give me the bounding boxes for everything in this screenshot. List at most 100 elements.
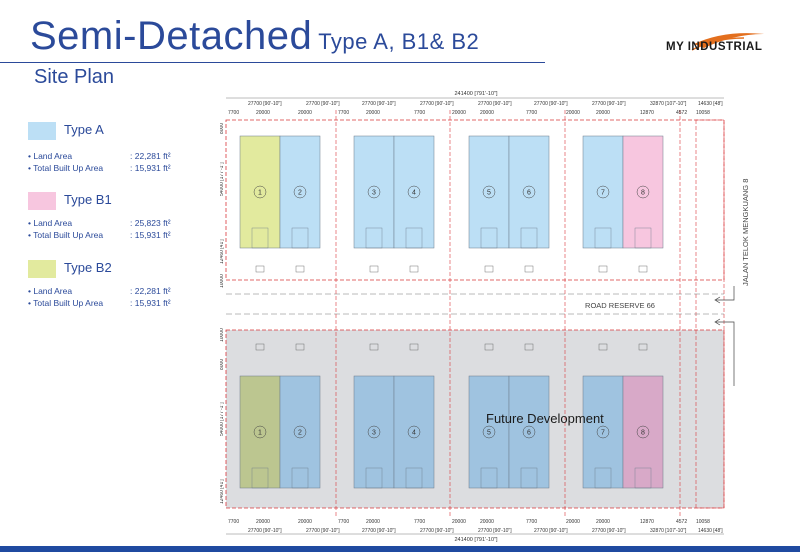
- lower-lot-6: [508, 375, 550, 489]
- top-dimension-9: 14630 [48']: [698, 101, 723, 107]
- lower-gate-6: [524, 343, 534, 351]
- upper-lot-6-porch: [520, 227, 538, 249]
- bottom-sub-dimension-6: 7700: [414, 519, 425, 525]
- title-main: Semi-Detached: [30, 14, 313, 58]
- top-sub-dimension-6: 7700: [414, 110, 425, 116]
- upper-gate-2: [295, 265, 305, 273]
- lower-lot-1: [239, 375, 281, 489]
- overall-dimension-top: 241400 [791'-10"]: [454, 91, 498, 97]
- lower-lot-7: [582, 375, 624, 489]
- lower-lot-4-number: 4: [412, 430, 416, 437]
- bottom-dimension-4: 27700 [90'-10"]: [420, 528, 454, 534]
- upper-lot-7: [582, 135, 624, 249]
- lower-lot-8-marker: [636, 425, 650, 439]
- logo-text: MY INDUSTRIAL: [666, 41, 763, 53]
- upper-gate-4: [409, 265, 419, 273]
- upper-lot-5-porch: [480, 227, 498, 249]
- logo-swoosh-icon: [691, 33, 764, 51]
- upper-lot-3-number: 3: [372, 190, 376, 197]
- left-bottom-dimension-4: 12460 [41']: [220, 479, 225, 504]
- upper-lot-7-porch: [594, 227, 612, 249]
- upper-lot-1-porch: [251, 227, 269, 249]
- bottom-sub-dimension-13: 4572: [676, 519, 687, 525]
- bottom-dimension-1: 27700 [90'-10"]: [248, 528, 282, 534]
- upper-lot-4-porch: [405, 227, 423, 249]
- left-bottom-dimension-1: 10000: [220, 328, 225, 342]
- lower-lot-3-porch: [365, 467, 383, 489]
- upper-lot-7-number: 7: [601, 190, 605, 197]
- upper-gate-5: [484, 265, 494, 273]
- bottom-sub-dimension-14: 10058: [696, 519, 710, 525]
- bottom-sub-dimension-4: 7700: [338, 519, 349, 525]
- bottom-dimension-7: 27700 [90'-10"]: [592, 528, 626, 534]
- upper-gate-7: [598, 265, 608, 273]
- lower-lot-4-porch: [405, 467, 423, 489]
- bottom-sub-dimension-8: 20000: [480, 519, 494, 525]
- bottom-dimension-9: 14630 [48']: [698, 528, 723, 534]
- arrow-lower-head: [714, 318, 721, 326]
- upper-lot-6-number: 6: [527, 190, 531, 197]
- lower-lot-7-number: 7: [601, 430, 605, 437]
- bottom-sub-dimension-2: 20000: [256, 519, 270, 525]
- upper-lot-8: [622, 135, 664, 249]
- top-dimension-2: 27700 [90'-10"]: [306, 101, 340, 107]
- upper-gate-1: [255, 265, 265, 273]
- lower-gate-5: [484, 343, 494, 351]
- upper-lot-3-porch: [365, 227, 383, 249]
- top-sub-dimension-12: 12870: [640, 110, 654, 116]
- top-sub-dimension-8: 20000: [480, 110, 494, 116]
- arrow-lower-line: [716, 321, 735, 386]
- upper-lot-1-marker: [253, 185, 267, 199]
- lower-block-outline: [225, 329, 725, 509]
- top-dimension-6: 27700 [90'-10"]: [534, 101, 568, 107]
- top-sub-dimension-10: 20000: [566, 110, 580, 116]
- top-dimension-8: 32870 [107'-10"]: [650, 101, 687, 107]
- title-divider: [0, 62, 545, 63]
- footer-bar: [0, 546, 800, 552]
- upper-lot-4: [393, 135, 435, 249]
- upper-lot-3-marker: [367, 185, 381, 199]
- lower-gate-1: [255, 343, 265, 351]
- bottom-sub-dimension-5: 20000: [366, 519, 380, 525]
- top-sub-dimension-5: 20000: [366, 110, 380, 116]
- upper-lot-5-marker: [482, 185, 496, 199]
- lower-lot-2-marker: [293, 425, 307, 439]
- upper-lot-1-number: 1: [258, 190, 262, 197]
- road-reserve-label: ROAD RESERVE 66: [585, 301, 655, 310]
- lower-lot-1-porch: [251, 467, 269, 489]
- top-dimension-1: 27700 [90'-10"]: [248, 101, 282, 107]
- type-b2-built-up: • Total Built Up Area: 15,931 ft²: [28, 298, 171, 308]
- overall-dimension-bottom: 241400 [791'-10"]: [454, 537, 498, 543]
- top-dimension-3: 27700 [90'-10"]: [362, 101, 396, 107]
- lower-lot-8-number: 8: [641, 430, 645, 437]
- top-sub-dimension-2: 20000: [256, 110, 270, 116]
- upper-lot-2-marker: [293, 185, 307, 199]
- upper-gate-6: [524, 265, 534, 273]
- bottom-sub-dimension-3: 20000: [298, 519, 312, 525]
- top-dimension-5: 27700 [90'-10"]: [478, 101, 512, 107]
- arrow-upper-line: [716, 286, 735, 301]
- upper-lot-4-number: 4: [412, 190, 416, 197]
- top-sub-dimension-13: 4572: [676, 110, 687, 116]
- lower-gate-7: [598, 343, 608, 351]
- side-road-label: JALAN TELOK MENGKUANG 8: [741, 179, 750, 286]
- lower-lot-8: [622, 375, 664, 489]
- top-sub-dimension-14: 10058: [696, 110, 710, 116]
- left-bottom-dimension-3: 54000 [177'-1"]: [220, 402, 225, 436]
- top-sub-dimension-4: 7700: [338, 110, 349, 116]
- lower-lot-5-marker: [482, 425, 496, 439]
- left-top-dimension-1: 8000: [220, 123, 225, 134]
- future-development-label: Future Development: [486, 411, 604, 426]
- lower-lot-1-number: 1: [258, 430, 262, 437]
- bottom-dimension-2: 27700 [90'-10"]: [306, 528, 340, 534]
- lower-lot-6-marker: [522, 425, 536, 439]
- lower-gate-2: [295, 343, 305, 351]
- lower-lot-2: [279, 375, 321, 489]
- bottom-dimension-5: 27700 [90'-10"]: [478, 528, 512, 534]
- upper-lot-6-marker: [522, 185, 536, 199]
- left-top-dimension-3: 12460 [41']: [220, 239, 225, 264]
- lower-lot-4: [393, 375, 435, 489]
- bottom-dimension-6: 27700 [90'-10"]: [534, 528, 568, 534]
